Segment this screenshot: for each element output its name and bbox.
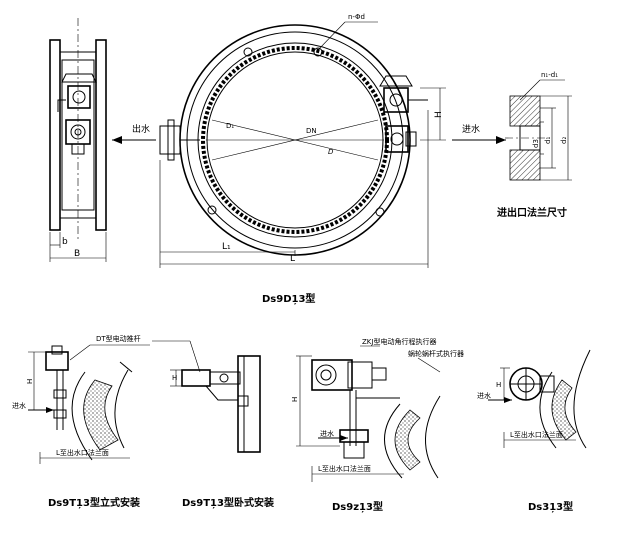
label-lflange-b1: L至出水口法兰面: [56, 448, 109, 457]
label-L1: L₁: [222, 242, 231, 252]
flange-detail: [505, 79, 572, 181]
label-water-in-b4: 进水: [477, 391, 491, 400]
flange-title: 进出口法兰尺寸: [497, 206, 567, 219]
main-caption: Ds9D1̦3型: [262, 292, 315, 305]
label-H-b4: H: [496, 381, 501, 389]
label-b: b: [62, 237, 68, 247]
label-dt-pushrod: DT型电动推杆: [96, 334, 141, 343]
view-t-vertical: [28, 344, 150, 464]
water-in-arrow: [452, 136, 506, 144]
caption-z: Ds9z1̦3型: [332, 500, 383, 513]
label-d3: d3: [532, 139, 540, 148]
label-d2: d₂: [560, 137, 568, 144]
label-lflange-b4: L至出水口法兰面: [510, 430, 563, 439]
label-H-b3: H: [291, 397, 299, 402]
label-D: D: [328, 148, 334, 156]
label-water-in-b3: 进水: [320, 429, 334, 438]
label-DN: DN: [306, 127, 317, 135]
label-D1: D₁: [226, 122, 234, 130]
label-nd: n-Φd: [348, 13, 365, 21]
front-view: [159, 21, 446, 268]
caption-31: Ds31̦3型: [528, 500, 573, 513]
label-zkj: ZKJ型电动角行程执行器: [362, 337, 436, 346]
label-H-b1: H: [26, 379, 34, 384]
view-t-horizontal: [152, 340, 261, 453]
view-31: [488, 349, 591, 449]
water-out-arrow: [112, 136, 156, 144]
side-view: [49, 18, 107, 262]
label-d1: d₁: [544, 137, 552, 144]
label-water-in: 进水: [462, 123, 480, 135]
label-worm: 蜗轮蜗杆式执行器: [408, 349, 464, 358]
label-H-b2: H: [172, 374, 177, 382]
caption-t-horizontal: Ds9T1̦3型卧式安装: [182, 496, 274, 509]
label-water-in-b1: 进水: [12, 401, 26, 410]
label-n1d1: n₁-d₁: [541, 71, 558, 79]
label-water-out: 出水: [132, 123, 150, 135]
view-z: [296, 345, 441, 482]
label-L: L: [290, 254, 295, 264]
label-B: B: [74, 249, 80, 259]
label-H-top: H: [434, 111, 444, 118]
label-lflange-b3: L至出水口法兰面: [318, 464, 371, 473]
caption-t-vertical: Ds9T1̦3型立式安装: [48, 496, 140, 509]
